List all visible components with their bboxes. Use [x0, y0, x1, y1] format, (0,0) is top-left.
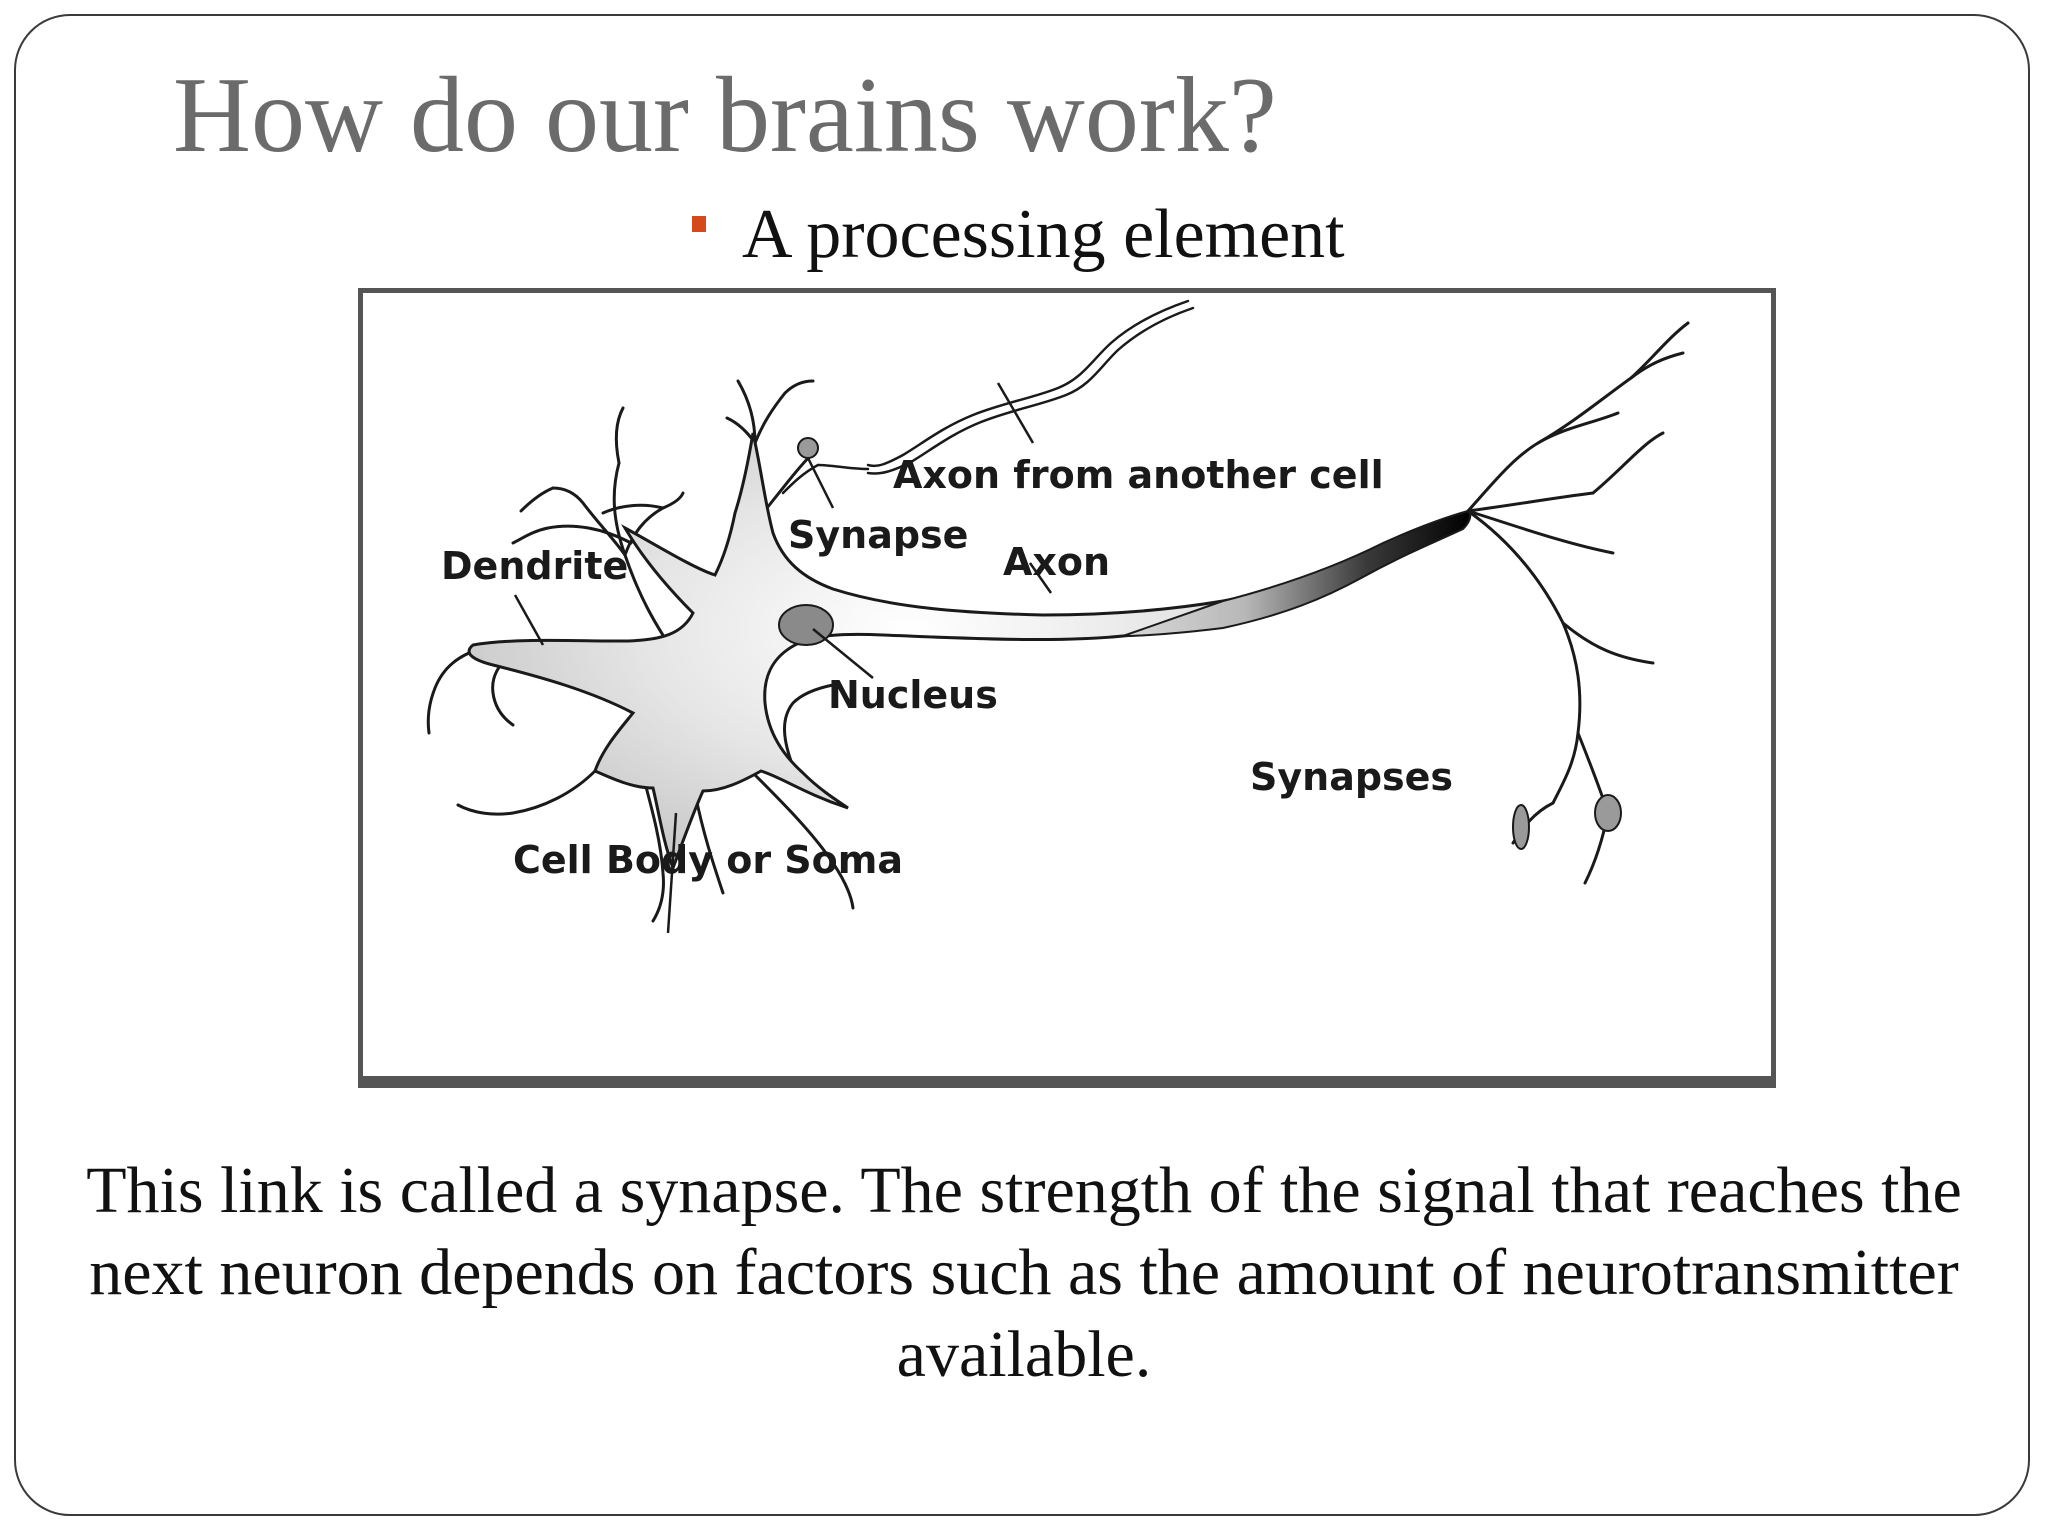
label-synapse: Synapse — [788, 513, 968, 557]
axon-shape — [1122, 509, 1472, 637]
neuron-diagram: Axon from another cell Synapse Dendrite … — [358, 288, 1776, 1088]
bullet-text: A processing element — [742, 196, 1345, 273]
label-nucleus: Nucleus — [828, 673, 998, 717]
label-synapses: Synapses — [1250, 755, 1453, 799]
label-axon-from-another-cell: Axon from another cell — [893, 453, 1384, 497]
synapse-bulb-icon — [1594, 794, 1622, 832]
leader-lines — [513, 382, 1053, 934]
synapse-bulb-icon — [1512, 804, 1530, 850]
label-cell-body: Cell Body or Soma — [513, 838, 903, 882]
slide-caption: This link is called a synapse. The stren… — [86, 1154, 1962, 1391]
bullet-item: A processing element — [692, 200, 1345, 270]
synapse-bulb-icon — [797, 437, 819, 459]
cell-body-shape — [467, 432, 1276, 873]
incoming-axon — [781, 299, 1195, 495]
label-dendrite: Dendrite — [441, 544, 628, 588]
bullet-marker-icon — [692, 216, 706, 232]
slide-title: How do our brains work? — [173, 56, 1277, 175]
axon-terminals — [1466, 321, 1690, 885]
label-axon: Axon — [1003, 540, 1110, 584]
neuron-illustration: Axon from another cell Synapse Dendrite … — [426, 299, 1690, 934]
